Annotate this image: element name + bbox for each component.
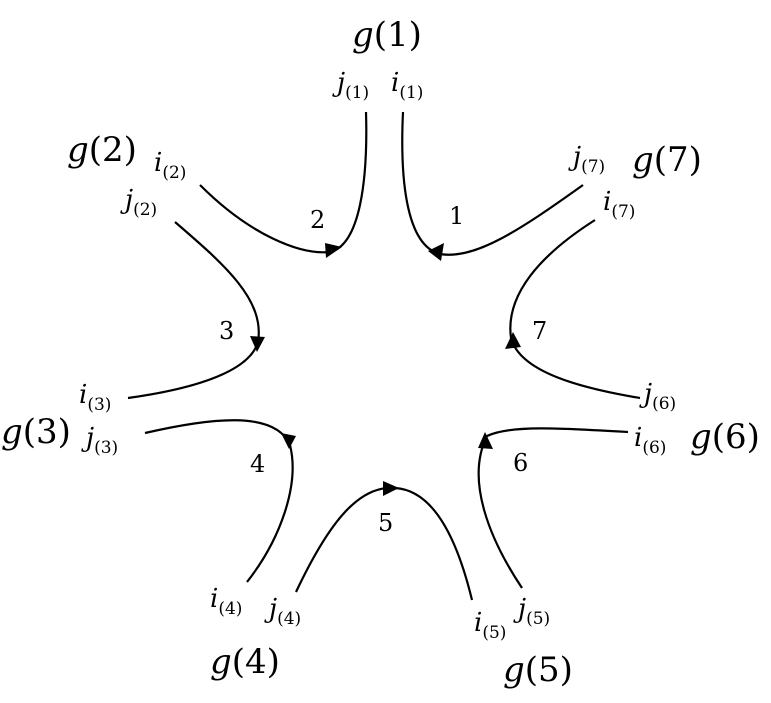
edge-7-curve <box>509 219 641 400</box>
group-label-4: g(4) <box>210 642 280 682</box>
endpoint-i1: i(1) <box>391 68 423 103</box>
edge-label-4: 4 <box>250 450 265 478</box>
edge-label-2: 2 <box>310 206 325 234</box>
edge-label-7: 7 <box>532 317 547 345</box>
group-label-3: g(3) <box>1 412 71 452</box>
edge-1-arrow <box>428 243 444 261</box>
endpoint-i4: i(4) <box>210 584 242 619</box>
edge-label-1: 1 <box>449 202 464 230</box>
endpoint-i5: i(5) <box>474 608 506 643</box>
edge-3-arrow <box>250 336 265 352</box>
endpoint-j3: j(3) <box>81 423 118 458</box>
edge-2-arrow <box>325 243 342 258</box>
group-label-7: g(7) <box>632 140 702 180</box>
group-label-2: g(2) <box>67 130 137 170</box>
edge-2-curve <box>199 111 368 254</box>
endpoint-i6: i(6) <box>634 423 666 458</box>
edge-label-3: 3 <box>219 317 234 345</box>
edge-1-curve <box>401 111 584 256</box>
edge-3-curve <box>127 221 260 400</box>
edge-4-arrow <box>281 433 296 449</box>
edge-6-curve <box>477 427 629 589</box>
edge-label-6: 6 <box>513 449 528 477</box>
endpoint-j7: j(7) <box>568 142 605 177</box>
endpoint-j2: j(2) <box>120 185 157 220</box>
group-label-1: g(1) <box>352 15 422 55</box>
edge-5-arrow <box>383 481 399 496</box>
edge-4-curve <box>144 419 294 583</box>
edge-5-curve <box>295 486 474 601</box>
endpoint-i3: i(3) <box>79 380 111 415</box>
edge-6-arrow <box>478 432 493 449</box>
endpoint-j4: j(4) <box>264 594 301 629</box>
edge-7-arrow <box>505 332 521 349</box>
group-label-5: g(5) <box>503 650 573 690</box>
endpoint-i2: i(2) <box>154 148 186 183</box>
endpoint-j1: j(1) <box>332 68 369 103</box>
edge-label-5: 5 <box>378 509 393 537</box>
endpoint-i7: i(7) <box>603 187 635 222</box>
endpoint-j5: j(5) <box>513 594 550 629</box>
group-label-6: g(6) <box>690 417 760 457</box>
endpoint-j6: j(6) <box>639 379 676 414</box>
